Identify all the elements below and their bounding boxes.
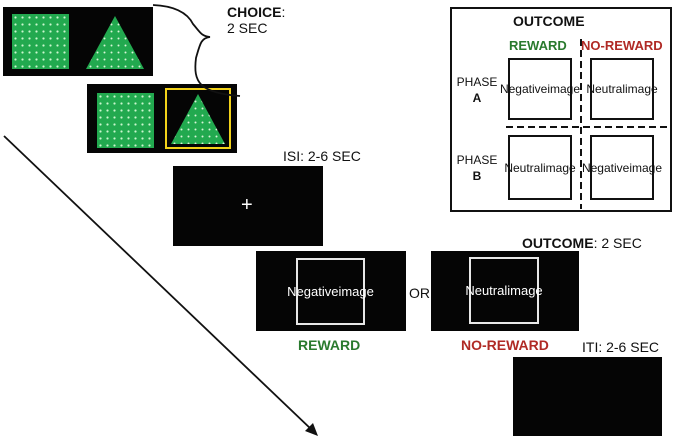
selection-frame: [165, 88, 231, 149]
or-label: OR: [409, 285, 430, 301]
choice-brace: [152, 4, 241, 97]
choice-screen: [3, 7, 153, 76]
outcome-table: OUTCOME REWARD NO-REWARD PHASE A PHASE B…: [450, 7, 672, 212]
iti-screen: [513, 357, 662, 436]
reward-label: REWARD: [298, 337, 361, 353]
isi-screen: +: [173, 166, 323, 246]
col-reward-label: REWARD: [509, 38, 567, 53]
timeline-arrow-line: [3, 135, 313, 431]
triangle-stimulus: [86, 16, 144, 69]
choice-selected-screen: [87, 84, 237, 153]
isi-label: ISI: 2-6 SEC: [283, 148, 361, 164]
phase-a-label: PHASE A: [456, 75, 498, 105]
outcome-table-title: OUTCOME: [513, 13, 585, 29]
noreward-label: NO-REWARD: [461, 337, 549, 353]
square-stimulus: [12, 14, 69, 69]
table-dividers: [506, 39, 668, 209]
timeline-arrow-head: [305, 423, 318, 436]
triangle-stimulus: [171, 94, 225, 144]
iti-label: ITI: 2-6 SEC: [582, 339, 660, 355]
outcome-screen-label: OUTCOME: 2 SEC: [522, 235, 642, 251]
fixation-cross: +: [241, 194, 253, 216]
phase-b-label: PHASE B: [456, 153, 498, 183]
col-noreward-label: NO-REWARD: [581, 38, 663, 53]
choice-duration: 2 SEC: [227, 20, 268, 36]
choice-label: CHOICE:: [227, 4, 286, 20]
square-stimulus: [97, 93, 154, 148]
